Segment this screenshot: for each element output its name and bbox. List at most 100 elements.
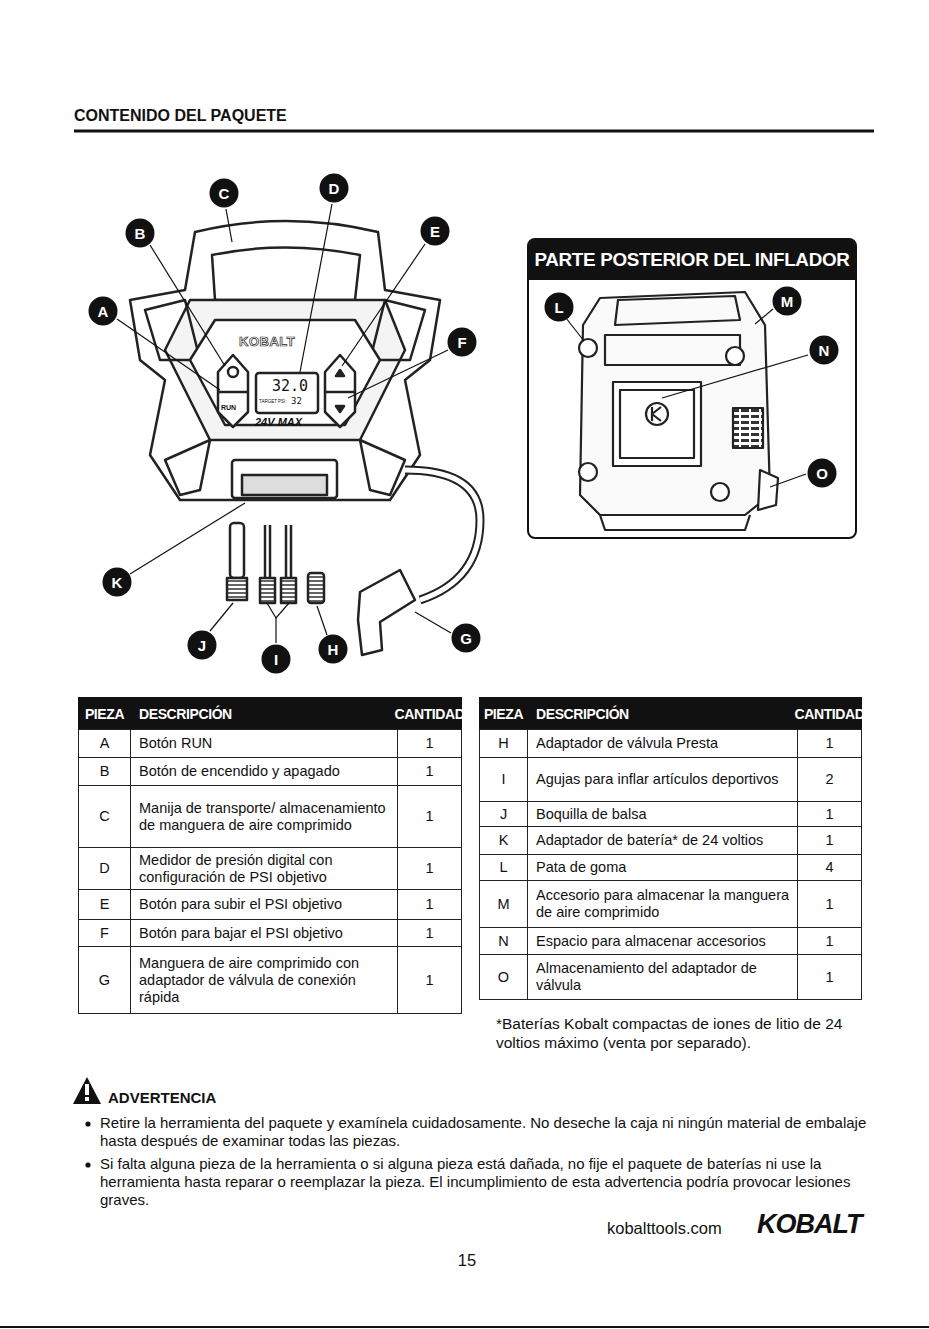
part-description: Manija de transporte/ almacenamiento de …	[139, 800, 391, 834]
button-label-box: RUN	[221, 404, 251, 411]
part-letter: I	[501, 771, 505, 788]
display-reading: 32.0	[272, 377, 308, 395]
bullet	[85, 1162, 90, 1167]
table-cell: Boquilla de balsa	[527, 801, 798, 827]
callout-letter: O	[816, 465, 828, 482]
warning-heading-box: ADVERTENCIA	[108, 1089, 308, 1106]
table-cell: N	[479, 927, 528, 955]
table-cell: Agujas para inflar artículos deportivos	[527, 757, 798, 802]
part-description: Manguera de aire comprimido con adaptado…	[139, 955, 391, 1006]
callout-circle: H	[318, 634, 348, 664]
part-description: Medidor de presión digital con configura…	[139, 852, 391, 886]
inflator-back	[579, 292, 778, 530]
callout-letter: I	[274, 651, 278, 668]
table-cell: 1	[797, 880, 862, 928]
quantity: 1	[425, 763, 433, 780]
table-header-cell: PIEZA	[78, 697, 131, 730]
part-description: Botón para bajar el PSI objetivo	[139, 925, 343, 942]
callout-letter: F	[457, 334, 466, 351]
column-header: CANTIDAD	[395, 706, 465, 722]
warning-text: Si falta alguna pieza de la herramienta …	[100, 1155, 850, 1208]
part-letter: F	[100, 925, 109, 942]
table-cell: 4	[797, 854, 862, 881]
page-number: 15	[458, 1251, 476, 1269]
table-cell: D	[78, 847, 131, 890]
table-cell: 1	[797, 729, 862, 758]
part-letter: N	[498, 933, 508, 950]
callout-letter: B	[135, 225, 146, 242]
bullet	[85, 1121, 90, 1126]
table-cell: K	[479, 826, 528, 855]
part-description: Botón RUN	[139, 735, 212, 752]
panel-heading: PARTE POSTERIOR DEL INFLADOR	[534, 249, 849, 271]
part-letter: M	[497, 896, 509, 913]
part-description: Adaptador de batería* de 24 voltios	[536, 832, 763, 849]
quantity: 4	[825, 859, 833, 876]
callout-circle: E	[420, 216, 450, 246]
table-cell: 1	[397, 847, 462, 890]
quantity: 1	[825, 896, 833, 913]
callout-circle: B	[125, 218, 155, 248]
part-letter: H	[498, 735, 508, 752]
part-letter: E	[100, 896, 110, 913]
table-cell: Manguera de aire comprimido con adaptado…	[130, 946, 398, 1014]
table-cell: 1	[397, 785, 462, 848]
callout-letter: K	[112, 574, 123, 591]
device-logo-box: KOBALT	[239, 334, 339, 349]
callout-circle: C	[209, 178, 239, 208]
quantity: 1	[425, 925, 433, 942]
table-cell: 1	[797, 826, 862, 855]
brand-logo-box: KOBALT	[757, 1209, 897, 1240]
website: kobalttools.com	[607, 1219, 722, 1237]
callout-letter: G	[460, 630, 472, 647]
callout-letter: N	[819, 342, 830, 359]
title-text: CONTENIDO DEL PAQUETE	[74, 107, 287, 124]
table-cell: Medidor de presión digital con configura…	[130, 847, 398, 890]
callout-circle: N	[809, 335, 839, 365]
page-edge	[0, 1326, 929, 1328]
part-description: Botón de encendido y apagado	[139, 763, 340, 780]
part-description: Boquilla de balsa	[536, 806, 646, 823]
website-box: kobalttools.com	[607, 1219, 757, 1238]
callout-circle: G	[451, 623, 481, 653]
callout-letter: C	[219, 185, 230, 202]
table-cell: 1	[397, 889, 462, 920]
quantity: 1	[825, 735, 833, 752]
table-cell: I	[479, 757, 528, 802]
table-cell: Manija de transporte/ almacenamiento de …	[130, 785, 398, 848]
table-header-cell: CANTIDAD	[797, 697, 862, 730]
part-description: Adaptador de válvula Presta	[536, 735, 718, 752]
footnote: *Baterías Kobalt compactas de iones de l…	[496, 1015, 842, 1051]
table-header-cell: DESCRIPCIÓN	[130, 697, 398, 730]
part-letter: D	[99, 860, 109, 877]
column-header: DESCRIPCIÓN	[139, 706, 232, 722]
table-cell: 1	[797, 927, 862, 955]
column-header: CANTIDAD	[795, 706, 865, 722]
callout-circle: J	[187, 630, 217, 660]
quantity: 1	[825, 832, 833, 849]
part-letter: C	[99, 808, 109, 825]
column-header: PIEZA	[484, 706, 523, 722]
table-cell: Botón de encendido y apagado	[130, 757, 398, 786]
table-cell: F	[78, 919, 131, 947]
voltage-mark: 24V MAX	[255, 416, 302, 428]
display-caption: TARGET PSI:	[259, 399, 287, 404]
table-cell: 1	[397, 729, 462, 758]
quantity: 1	[425, 735, 433, 752]
warning-text-box: Retire la herramienta del paquete y exam…	[100, 1114, 875, 1150]
warning-text-box: Si falta alguna pieza de la herramienta …	[100, 1155, 875, 1209]
callout-circle: L	[544, 292, 574, 322]
table-cell: 1	[397, 757, 462, 786]
callout-letter: J	[198, 637, 206, 654]
callout-letter: E	[430, 223, 440, 240]
quantity: 1	[825, 806, 833, 823]
quantity: 2	[825, 771, 833, 788]
part-letter: L	[499, 859, 507, 876]
table-cell: 2	[797, 757, 862, 802]
part-letter: A	[100, 735, 110, 752]
table-header-cell: DESCRIPCIÓN	[527, 697, 798, 730]
callout-letter: H	[328, 641, 339, 658]
callout-letter: L	[554, 299, 563, 316]
callout-circle: A	[88, 296, 118, 326]
callout-circle: I	[261, 644, 291, 674]
